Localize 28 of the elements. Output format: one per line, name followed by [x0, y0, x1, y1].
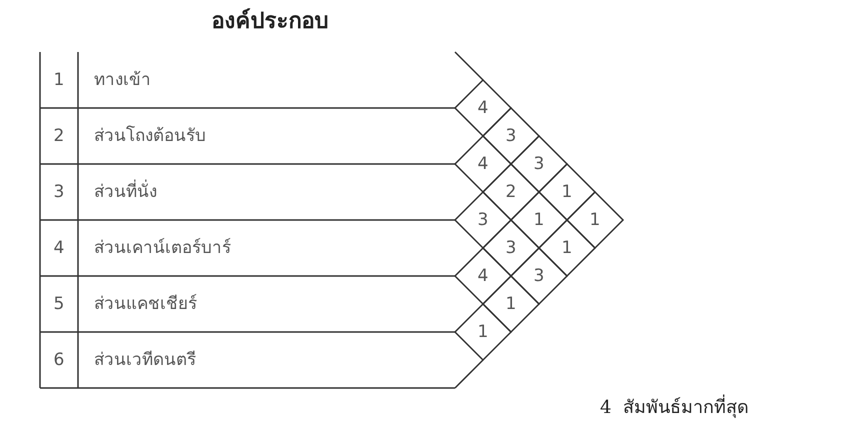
relation-value: 3 — [506, 126, 516, 146]
table-heading: องค์ประกอบ — [212, 8, 328, 36]
relation-value: 4 — [478, 98, 488, 118]
row-number: 3 — [54, 182, 64, 202]
component-name: ทางเข้า — [94, 70, 151, 90]
component-name: ส่วนที่นั่ง — [94, 182, 157, 202]
component-name: ส่วนแคชเชียร์ — [94, 294, 197, 314]
row-number: 6 — [54, 350, 64, 370]
row-number: 1 — [54, 70, 64, 90]
row-number: 5 — [54, 294, 64, 314]
relation-value: 1 — [562, 238, 572, 258]
relation-value: 3 — [534, 266, 544, 286]
component-name: ส่วนเวทีดนตรี — [94, 350, 196, 370]
row-number: 2 — [54, 126, 64, 146]
relation-value: 3 — [478, 210, 488, 230]
relation-value: 4 — [478, 266, 488, 286]
relation-value: 1 — [590, 210, 600, 230]
component-name: ส่วนเคาน์เตอร์บาร์ — [94, 238, 231, 258]
relation-value: 1 — [506, 294, 516, 314]
relation-value: 3 — [506, 238, 516, 258]
component-name: ส่วนโถงต้อนรับ — [94, 126, 206, 146]
relation-value: 2 — [506, 182, 516, 202]
relation-value: 1 — [562, 182, 572, 202]
relation-value: 3 — [534, 154, 544, 174]
relation-value: 4 — [478, 154, 488, 174]
row-number: 4 — [54, 238, 64, 258]
relation-value: 1 — [478, 322, 488, 342]
relation-value: 1 — [534, 210, 544, 230]
